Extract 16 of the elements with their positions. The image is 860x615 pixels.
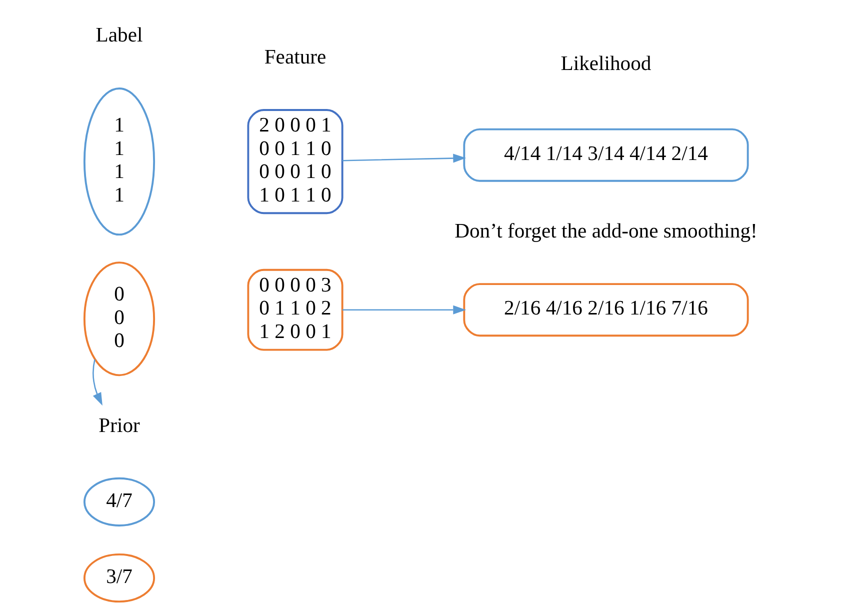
node-ellipse: 0 0 0 [83, 262, 156, 376]
node-ellipse: 1 1 1 1 [83, 88, 156, 236]
label: Label [96, 24, 143, 46]
label: Don’t forget the add-one smoothing! [454, 220, 758, 242]
label: Feature [264, 46, 326, 68]
node-ellipse: 3/7 [83, 554, 156, 603]
arrow [92, 359, 102, 406]
node-box: 2/16 4/16 2/16 1/16 7/16 [463, 283, 749, 337]
label: Likelihood [560, 52, 652, 75]
node-box: 0 0 0 0 3 0 1 1 0 2 1 2 0 0 1 [247, 268, 344, 351]
node-text: Prior [98, 415, 140, 438]
arrow [342, 154, 466, 163]
node-box: 2 0 0 0 1 0 0 1 1 0 0 0 0 1 0 1 0 1 1 0 [247, 109, 344, 214]
arrow [342, 305, 466, 314]
node-ellipse: 4/7 [83, 477, 156, 526]
node-box: 4/14 1/14 3/14 4/14 2/14 [463, 128, 749, 182]
